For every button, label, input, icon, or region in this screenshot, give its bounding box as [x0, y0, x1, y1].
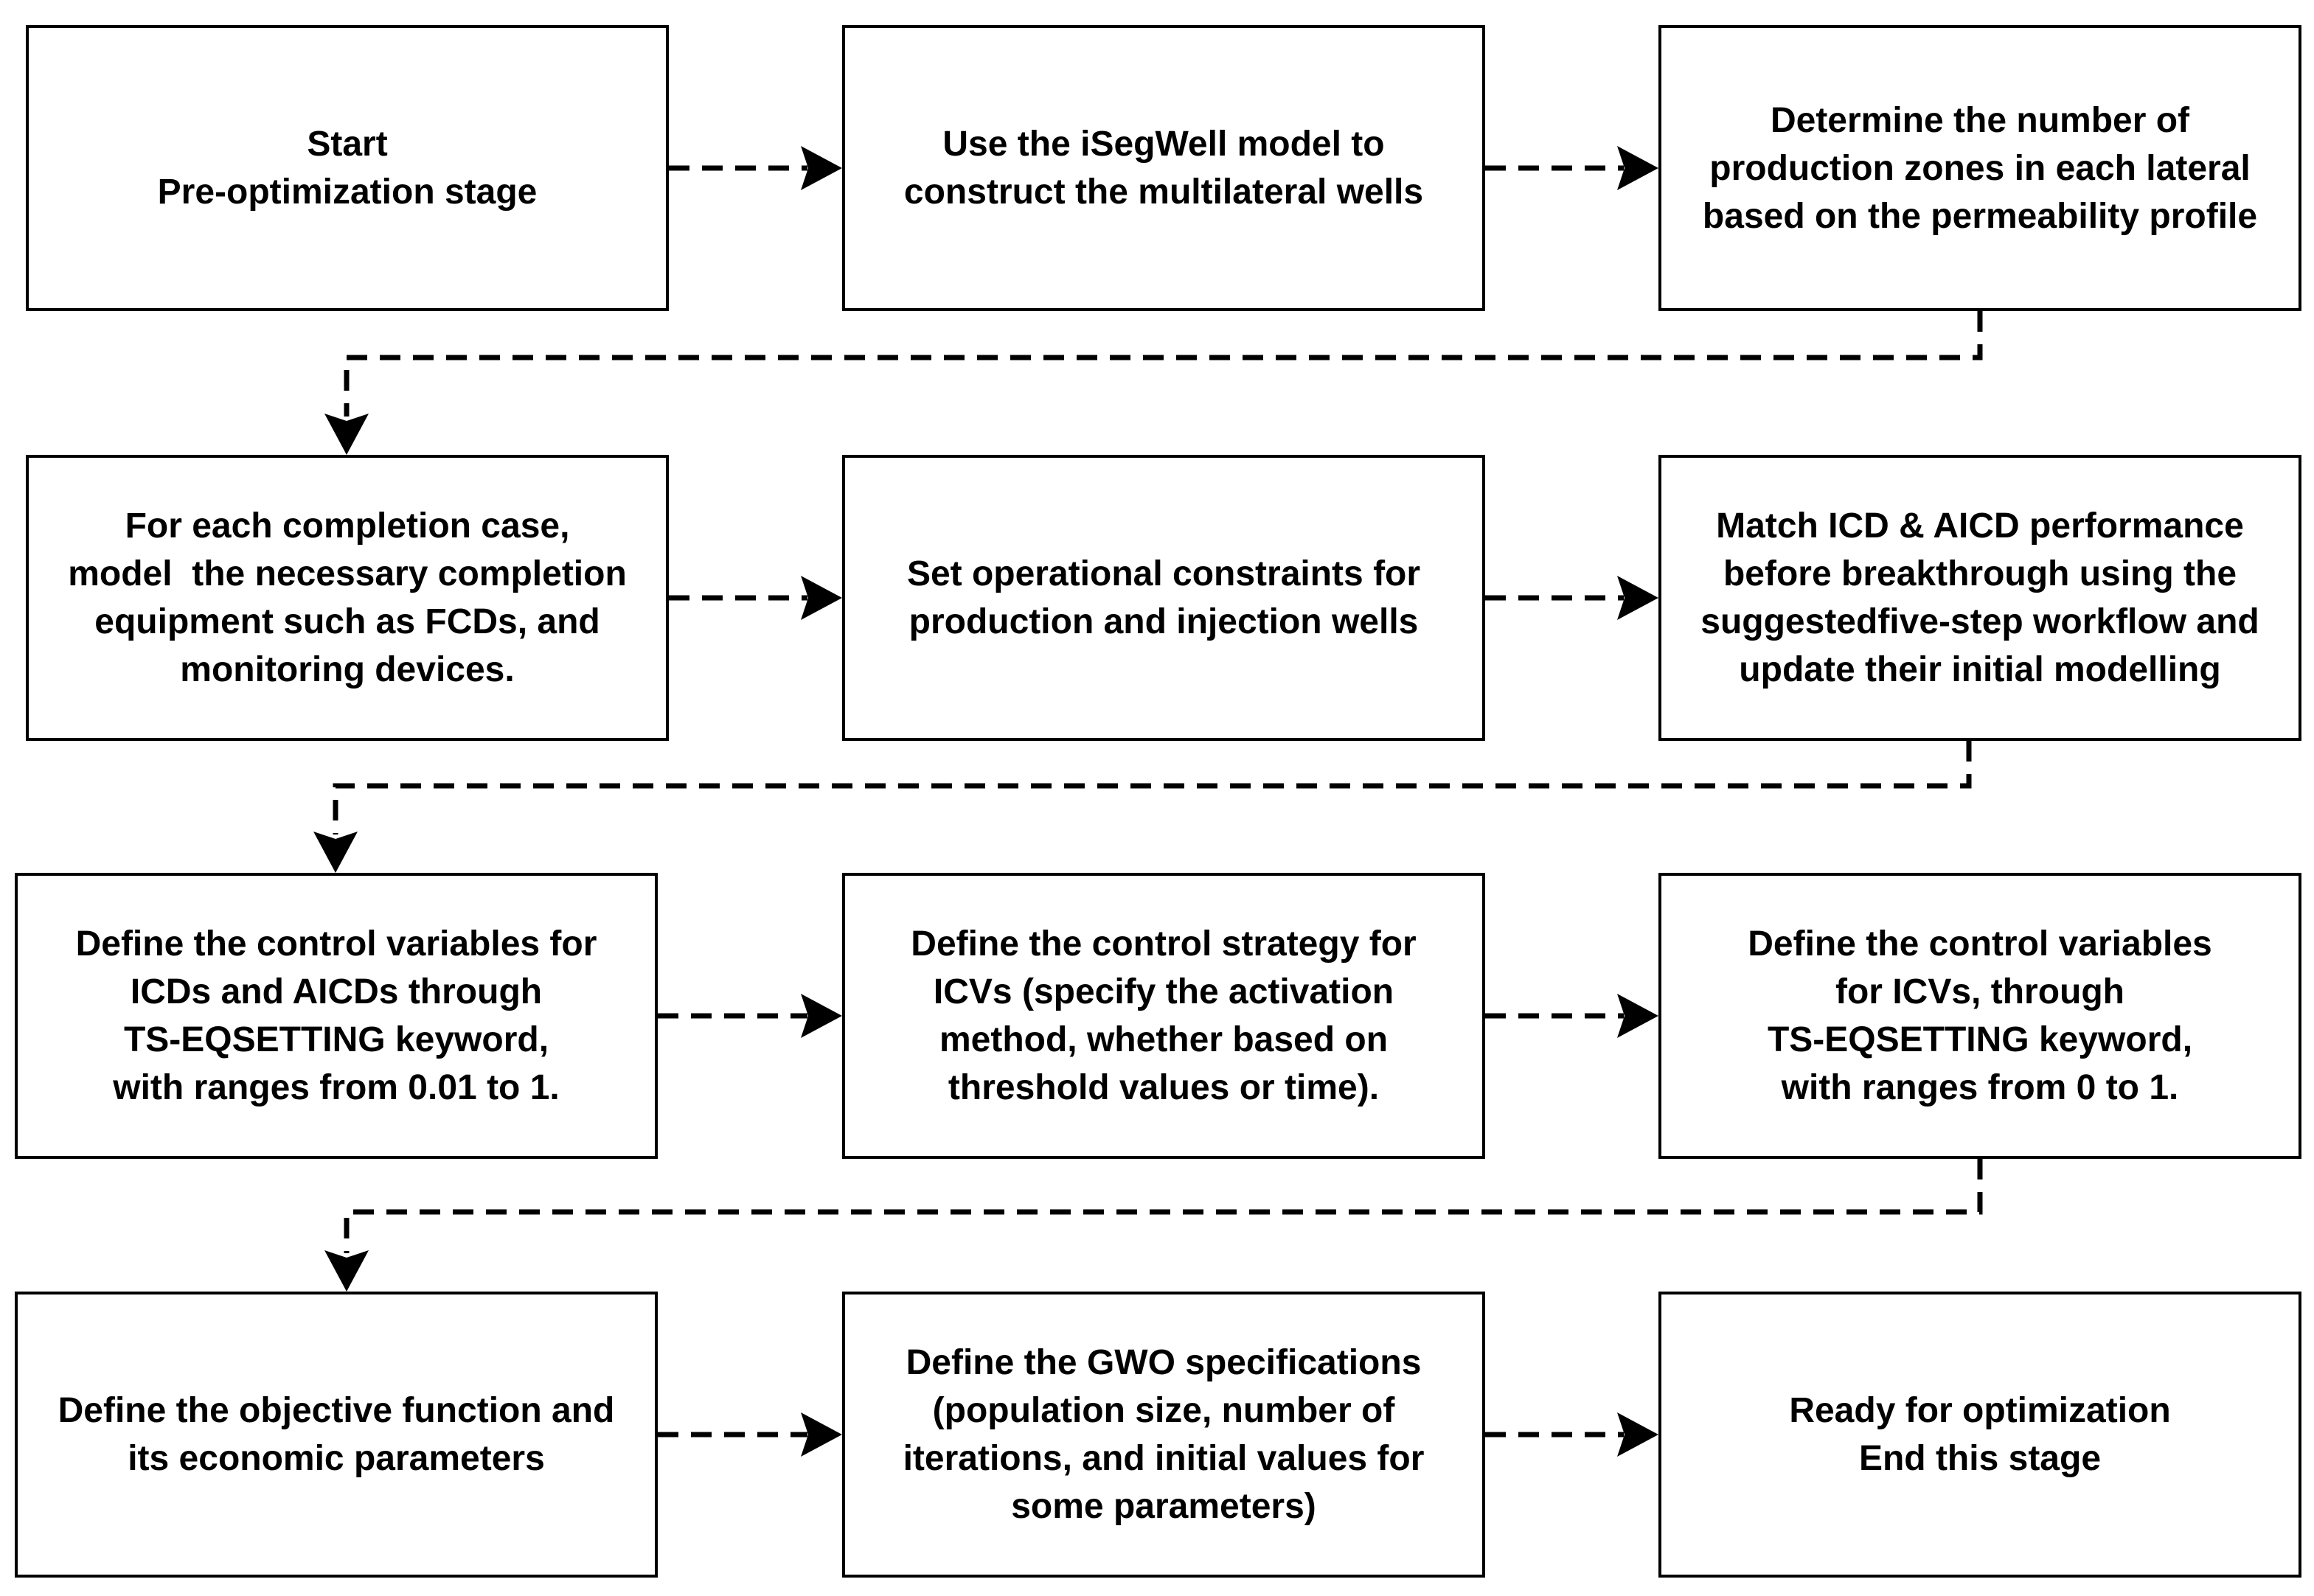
arrowhead-icon [1617, 994, 1658, 1038]
step-ready-label: Ready for optimization End this stage [1789, 1391, 2171, 1478]
arrowhead-icon [801, 576, 842, 620]
step-operational-constraints-label: Set operational constraints for producti… [906, 554, 1421, 641]
step-completion-equipment: For each completion case, model the nece… [26, 455, 669, 741]
arrowhead-icon [1617, 1412, 1658, 1457]
arrowhead-icon [1617, 576, 1658, 620]
step-ready: Ready for optimization End this stage [1658, 1292, 2301, 1578]
connector-icv-control-variables-to-objective-function [344, 1159, 1983, 1253]
connector-match-performance-to-icd-control-variables [333, 741, 1972, 834]
step-gwo-specifications: Define the GWO specifications (populatio… [842, 1292, 1485, 1578]
step-icd-control-variables-label: Define the control variables for ICDs an… [75, 924, 597, 1107]
step-icv-control-variables-label: Define the control variables for ICVs, t… [1748, 924, 2212, 1107]
step-icd-control-variables: Define the control variables for ICDs an… [15, 873, 658, 1159]
step-icv-control-variables: Define the control variables for ICVs, t… [1658, 873, 2301, 1159]
arrowhead-icon [324, 1250, 369, 1292]
step-isegwell: Use the iSegWell model to construct the … [842, 25, 1485, 311]
step-production-zones-label: Determine the number of production zones… [1702, 100, 2258, 236]
step-isegwell-label: Use the iSegWell model to construct the … [903, 125, 1424, 212]
arrowhead-icon [801, 1412, 842, 1457]
step-production-zones: Determine the number of production zones… [1658, 25, 2301, 311]
connector-production-zones-to-completion-equipment [344, 311, 1983, 417]
arrowhead-icon [313, 832, 358, 873]
step-objective-function: Define the objective function and its ec… [15, 1292, 658, 1578]
arrowhead-icon [801, 994, 842, 1038]
step-start: Start Pre-optimization stage [26, 25, 669, 311]
step-objective-function-label: Define the objective function and its ec… [58, 1391, 615, 1478]
step-start-label: Start Pre-optimization stage [157, 125, 538, 212]
step-icv-control-strategy-label: Define the control strategy for ICVs (sp… [911, 924, 1417, 1107]
arrowhead-icon [324, 414, 369, 455]
arrowhead-icon [801, 146, 842, 190]
step-match-performance: Match ICD & AICD performance before brea… [1658, 455, 2301, 741]
step-operational-constraints: Set operational constraints for producti… [842, 455, 1485, 741]
arrowhead-icon [1617, 146, 1658, 190]
step-gwo-specifications-label: Define the GWO specifications (populatio… [903, 1343, 1425, 1526]
step-match-performance-label: Match ICD & AICD performance before brea… [1700, 506, 2259, 689]
step-icv-control-strategy: Define the control strategy for ICVs (sp… [842, 873, 1485, 1159]
step-completion-equipment-label: For each completion case, model the nece… [68, 506, 627, 689]
